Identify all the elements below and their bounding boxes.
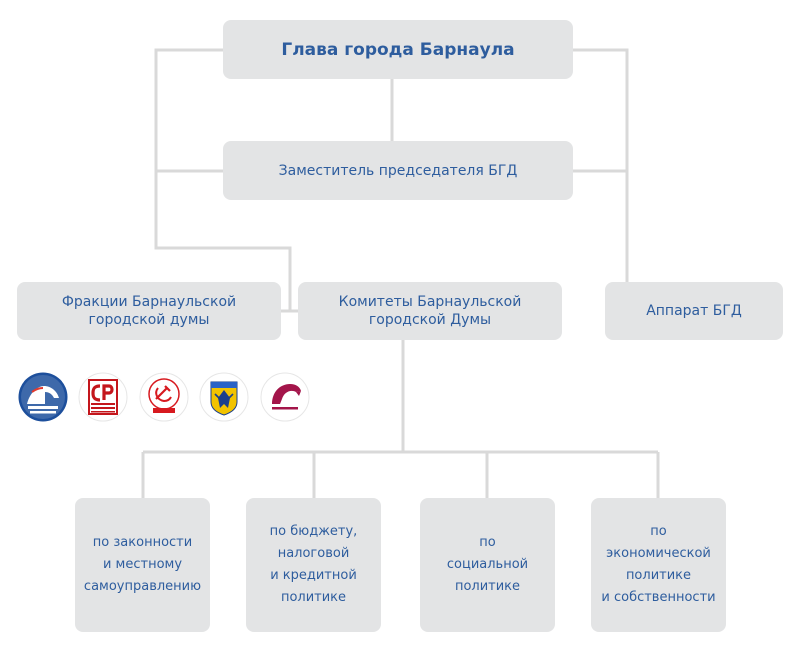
committee-label-line: социальной bbox=[446, 557, 529, 572]
committee-label-line: политике bbox=[454, 579, 521, 594]
fractions-box: Фракции Барнаульской городской думы bbox=[17, 282, 281, 340]
committee-label-line: политике bbox=[280, 590, 347, 605]
committee-legality-box: по законности и местному самоуправлению bbox=[75, 498, 210, 632]
committee-label-line: по bbox=[650, 524, 667, 539]
committees-label-line: Комитеты Барнаульской bbox=[338, 294, 522, 310]
fractions-label-line: городской думы bbox=[88, 312, 210, 328]
committee-budget-box: по бюджету, налоговой и кредитной полити… bbox=[246, 498, 381, 632]
fractions-label-line: Фракции Барнаульской bbox=[61, 294, 237, 310]
committees-box: Комитеты Барнаульской городской Думы bbox=[298, 282, 562, 340]
committee-social-box: по социальной политике bbox=[420, 498, 555, 632]
deputy-chairman-label: Заместитель председателя БГД bbox=[278, 162, 518, 179]
committee-label-line: политике bbox=[625, 568, 692, 583]
committee-label-line: самоуправлению bbox=[83, 579, 202, 594]
committee-label-line: по bbox=[479, 535, 496, 550]
deputy-chairman-box: Заместитель председателя БГД bbox=[223, 141, 573, 200]
parnas-logo bbox=[260, 372, 310, 422]
committees-label-line: городской Думы bbox=[368, 312, 492, 328]
head-of-city-label: Глава города Барнаула bbox=[281, 39, 515, 60]
ldpr-logo bbox=[199, 372, 249, 422]
committee-label-line: налоговой bbox=[277, 546, 350, 561]
committee-label-line: по бюджету, bbox=[269, 524, 358, 539]
head-of-city-box: Глава города Барнаула bbox=[223, 20, 573, 79]
committee-label-line: по законности bbox=[92, 535, 193, 550]
apparat-label: Аппарат БГД bbox=[646, 303, 742, 319]
committee-economic-box: по экономической политике и собственност… bbox=[591, 498, 726, 632]
committee-label-line: и собственности bbox=[601, 590, 716, 605]
connector-head-right bbox=[573, 48, 629, 282]
united-russia-logo bbox=[18, 372, 68, 422]
fair-russia-logo bbox=[78, 372, 128, 422]
apparat-box: Аппарат БГД bbox=[605, 282, 783, 340]
committee-label-line: экономической bbox=[606, 546, 711, 561]
kprf-logo bbox=[139, 372, 189, 422]
committee-label-line: и местному bbox=[102, 557, 183, 572]
committee-label-line: и кредитной bbox=[270, 568, 357, 583]
